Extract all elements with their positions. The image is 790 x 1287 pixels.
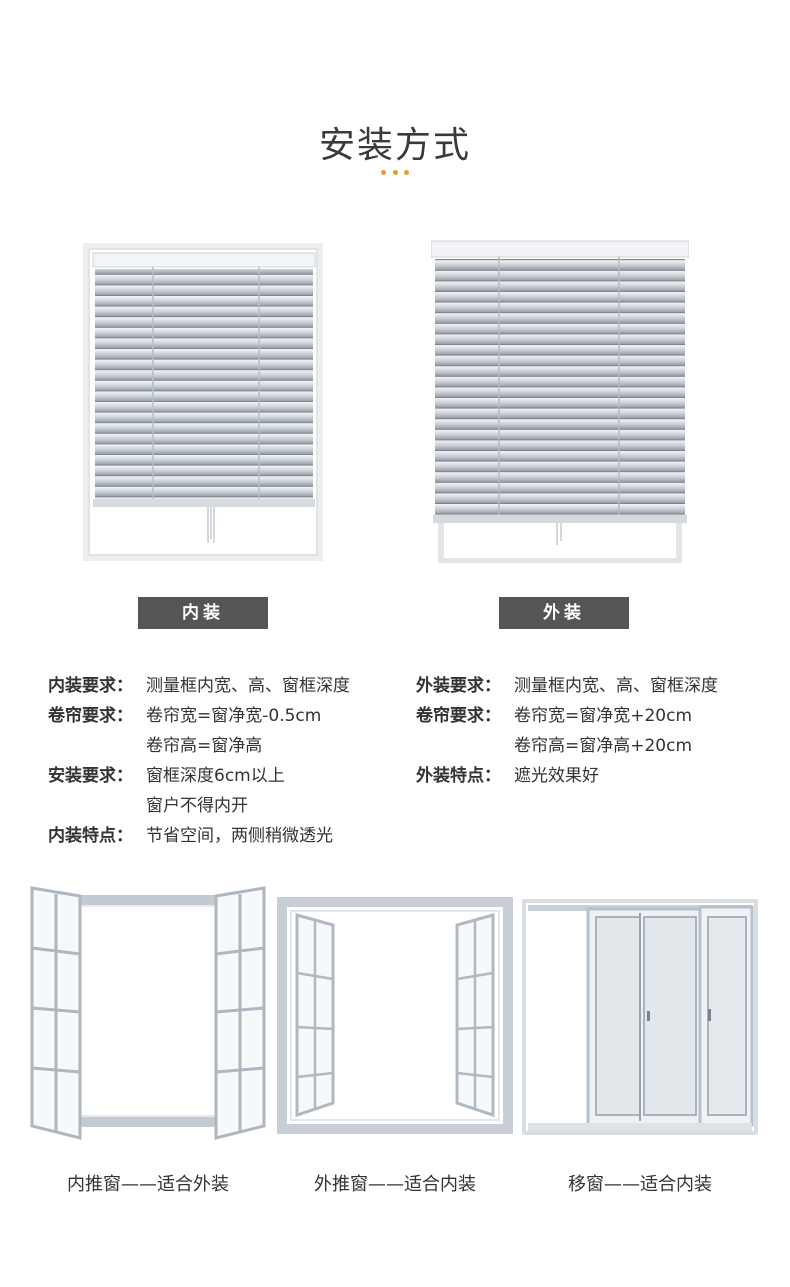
spec-value: 窗户不得内开 bbox=[146, 796, 248, 816]
spec-row: 卷帘高=窗净高 bbox=[48, 731, 350, 761]
spec-key: 外装特点： bbox=[416, 766, 501, 786]
spec-row: 卷帘要求： 卷帘宽=窗净宽-0.5cm bbox=[48, 701, 350, 731]
sliding-window-image bbox=[522, 899, 758, 1135]
outer-blind-icon bbox=[430, 240, 690, 564]
spec-row: 卷帘高=窗净高+20cm bbox=[416, 731, 718, 761]
spec-row: 内装要求： 测量框内宽、高、窗框深度 bbox=[48, 671, 350, 701]
spec-value: 卷帘高=窗净高+20cm bbox=[514, 736, 693, 756]
outer-mount-blind-image bbox=[430, 239, 690, 564]
inner-mount-tag: 内装 bbox=[138, 597, 268, 629]
inward-casement-window-icon bbox=[30, 886, 266, 1140]
spec-key: 内装特点： bbox=[48, 826, 133, 846]
outer-mount-specs: 外装要求： 测量框内宽、高、窗框深度 卷帘要求： 卷帘宽=窗净宽+20cm 卷帘… bbox=[416, 671, 718, 791]
page-title: 安装方式 bbox=[318, 125, 471, 166]
spec-key: 内装要求： bbox=[48, 676, 133, 696]
spec-key: 安装要求： bbox=[48, 766, 133, 786]
spec-value: 遮光效果好 bbox=[514, 766, 599, 786]
spec-value: 卷帘宽=窗净宽+20cm bbox=[514, 706, 693, 726]
inner-blind-icon bbox=[83, 243, 323, 561]
window-caption-sliding: 移窗——适合内装 bbox=[568, 1174, 712, 1195]
spec-value: 测量框内宽、高、窗框深度 bbox=[514, 676, 718, 696]
spec-row: 内装特点： 节省空间，两侧稍微透光 bbox=[48, 821, 350, 851]
spec-key: 外装要求： bbox=[416, 676, 501, 696]
spec-key: 卷帘要求： bbox=[416, 706, 501, 726]
spec-row: 安装要求： 窗框深度6cm以上 bbox=[48, 761, 350, 791]
window-caption-inward: 内推窗——适合外装 bbox=[67, 1174, 229, 1195]
inner-mount-blind-image bbox=[83, 243, 323, 561]
spec-row: 窗户不得内开 bbox=[48, 791, 350, 821]
spec-key: 卷帘要求： bbox=[48, 706, 133, 726]
spec-value: 节省空间，两侧稍微透光 bbox=[146, 826, 333, 846]
outward-casement-window-icon bbox=[277, 897, 513, 1134]
spec-row: 卷帘要求： 卷帘宽=窗净宽+20cm bbox=[416, 701, 718, 731]
spec-row: 外装要求： 测量框内宽、高、窗框深度 bbox=[416, 671, 718, 701]
spec-value: 测量框内宽、高、窗框深度 bbox=[146, 676, 350, 696]
inner-mount-specs: 内装要求： 测量框内宽、高、窗框深度 卷帘要求： 卷帘宽=窗净宽-0.5cm 卷… bbox=[48, 671, 350, 851]
spec-value: 卷帘宽=窗净宽-0.5cm bbox=[146, 706, 322, 726]
spec-value: 窗框深度6cm以上 bbox=[146, 766, 285, 786]
inward-casement-window-image bbox=[30, 886, 266, 1141]
title-divider-dots bbox=[381, 170, 409, 178]
spec-value: 卷帘高=窗净高 bbox=[146, 736, 263, 756]
window-caption-outward: 外推窗——适合内装 bbox=[314, 1174, 476, 1195]
outward-casement-window-image bbox=[277, 897, 513, 1134]
outer-mount-tag: 外装 bbox=[499, 597, 629, 629]
spec-row: 外装特点： 遮光效果好 bbox=[416, 761, 718, 791]
sliding-window-icon bbox=[522, 899, 758, 1135]
